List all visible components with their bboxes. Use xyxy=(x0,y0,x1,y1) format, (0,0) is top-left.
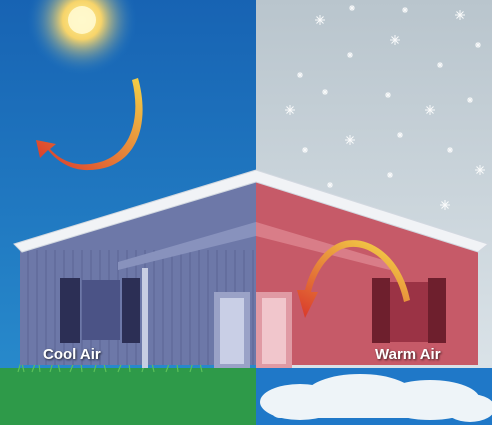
snowflake-icon xyxy=(475,165,485,175)
snowflake-icon xyxy=(425,105,435,115)
snowflake-icon xyxy=(347,52,353,58)
snowflake-icon xyxy=(345,135,355,145)
snowflake-icon xyxy=(385,92,391,98)
snowflake-icon xyxy=(285,5,485,210)
snowflake-icon xyxy=(322,89,328,95)
snowflake-icon xyxy=(349,5,355,11)
snowflake-icon xyxy=(440,200,450,210)
sun-icon xyxy=(27,0,137,75)
grass-ground xyxy=(0,368,256,425)
snowflake-icon xyxy=(302,147,308,153)
house-cool-half xyxy=(20,175,256,368)
snowflake-icon xyxy=(455,10,465,20)
warm-air-arrow-icon xyxy=(297,240,410,318)
snowflake-icon xyxy=(390,35,400,45)
snowflake-icon xyxy=(402,7,408,13)
snowflake-icon xyxy=(475,42,481,48)
roof xyxy=(13,169,490,253)
snowflake-icon xyxy=(297,72,303,78)
house-warm-half xyxy=(256,175,478,368)
snowflake-icon xyxy=(397,132,403,138)
snowflake-icon xyxy=(327,182,333,188)
warm-air-label: Warm Air xyxy=(375,346,441,363)
snowflake-icon xyxy=(285,105,295,115)
cool-air-label: Cool Air xyxy=(43,346,101,363)
snowflake-icon xyxy=(315,15,325,25)
snow-drift xyxy=(260,374,492,422)
snowflake-icon xyxy=(387,172,393,178)
snowflake-icon xyxy=(437,62,443,68)
snowflake-icon xyxy=(447,147,453,153)
snowflake-icon xyxy=(467,97,473,103)
